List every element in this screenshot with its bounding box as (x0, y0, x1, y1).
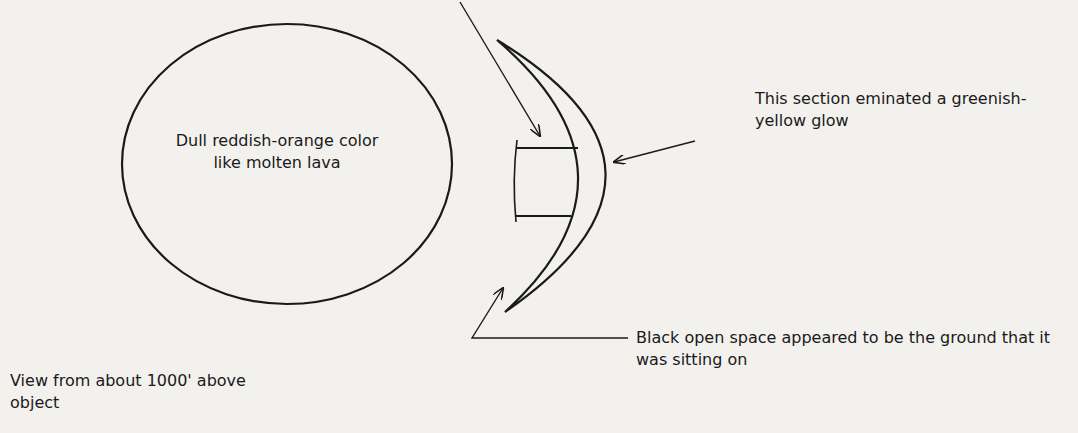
inner-edge (514, 140, 517, 222)
annotation-label: Black open space appeared to be the grou… (636, 327, 1066, 370)
annotation-label: View from about 1000' above object (10, 370, 260, 413)
band-line (516, 215, 571, 217)
leader-arrow (460, 2, 540, 136)
node-text: Dull reddish-orange color like molten la… (162, 130, 392, 173)
leader-arrow (472, 288, 628, 338)
ellipse-body: Dull reddish-orange color like molten la… (120, 22, 454, 306)
band-line (516, 147, 578, 149)
crescent-section (497, 40, 606, 312)
annotation-label: This section eminated a greenish-yellow … (755, 88, 1055, 131)
leader-arrow (614, 141, 695, 162)
